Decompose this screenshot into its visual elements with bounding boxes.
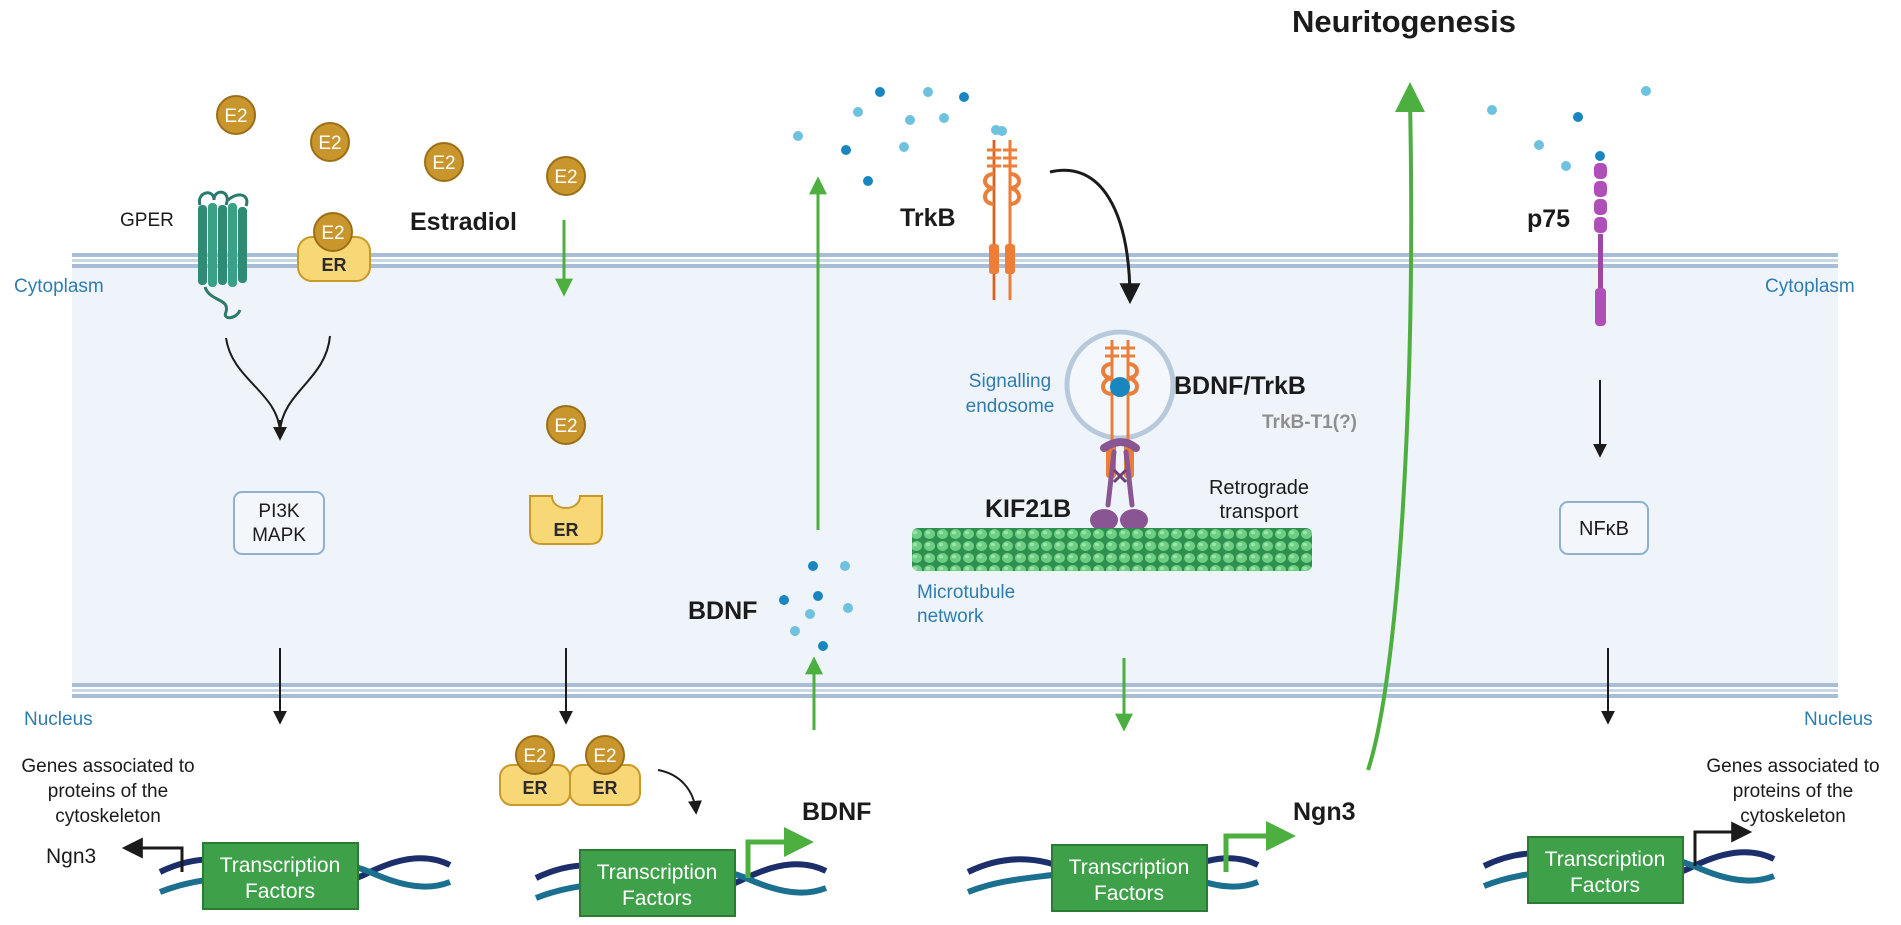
transcription-factors-box: Transcription Factors <box>1527 836 1684 904</box>
retrograde-transport-label-line2: transport <box>1220 501 1299 523</box>
svg-text:Transcription: Transcription <box>597 861 718 884</box>
svg-text:Factors: Factors <box>245 880 315 903</box>
genes-label-left-line3: cytoskeleton <box>55 806 161 827</box>
bdnf-label: BDNF <box>688 597 757 625</box>
svg-text:ER: ER <box>553 520 578 540</box>
plasma-membrane <box>72 253 1838 268</box>
microtubule-label-line1: Microtubule <box>917 582 1015 603</box>
gper-label: GPER <box>120 210 174 231</box>
gper-er-converging-arrow <box>225 335 331 441</box>
gene-start-arrow-right <box>1693 821 1753 866</box>
trkb-receptor-icon <box>983 126 1021 300</box>
neuritogenesis-arrow <box>1366 99 1414 771</box>
p75-label: p75 <box>1527 205 1570 233</box>
e2-molecule: E2 <box>424 142 464 182</box>
svg-text:PI3K: PI3K <box>258 501 300 522</box>
gene-start-arrow-ngn3 <box>1223 821 1296 872</box>
er-dimer-to-gene-arrow <box>657 769 702 815</box>
genes-label-left-line2: proteins of the <box>48 781 168 802</box>
svg-text:Factors: Factors <box>622 887 692 910</box>
endocytosis-arrow <box>1049 168 1141 305</box>
genes-label-left-line1: Genes associated to <box>21 756 194 777</box>
nucleus-label-left: Nucleus <box>24 709 93 730</box>
svg-text:E2: E2 <box>318 133 341 154</box>
trkb-t1-label: TrkB-T1(?) <box>1262 412 1357 433</box>
e2-molecule: E2 <box>310 122 350 162</box>
signalling-endosome-label-line2: endosome <box>966 396 1055 417</box>
svg-text:E2: E2 <box>523 746 546 767</box>
gper-receptor-icon <box>197 190 249 320</box>
p75-ligand-molecules <box>1487 86 1651 171</box>
svg-text:Transcription: Transcription <box>1545 848 1666 871</box>
svg-text:Transcription: Transcription <box>220 854 341 877</box>
bdnf-molecules-intracellular <box>779 561 853 651</box>
cytoplasm-label-right: Cytoplasm <box>1765 276 1855 297</box>
svg-text:ER: ER <box>321 255 346 275</box>
kif21b-label: KIF21B <box>985 495 1071 523</box>
svg-text:ER: ER <box>522 778 547 798</box>
svg-text:Factors: Factors <box>1570 874 1640 897</box>
svg-text:E2: E2 <box>593 746 616 767</box>
svg-text:Transcription: Transcription <box>1069 856 1190 879</box>
transcription-factors-box: Transcription Factors <box>1051 844 1208 912</box>
e2-molecule: E2 <box>216 95 256 135</box>
svg-text:E2: E2 <box>554 416 577 437</box>
transcription-factors-box: Transcription Factors <box>579 849 736 917</box>
svg-text:E2: E2 <box>321 223 344 244</box>
genes-label-right-line1: Genes associated to <box>1706 756 1879 777</box>
cytoplasm-label-left: Cytoplasm <box>14 276 104 297</box>
svg-text:E2: E2 <box>554 167 577 188</box>
ngn3-label-left: Ngn3 <box>46 845 96 868</box>
svg-text:Factors: Factors <box>1094 882 1164 905</box>
e2-molecule-bound: E2 <box>313 212 353 252</box>
trkb-label: TrkB <box>900 204 956 232</box>
neuritogenesis-arrowhead <box>1395 82 1425 112</box>
e2-molecule: E2 <box>546 156 586 196</box>
cytoplasm-region <box>72 264 1838 684</box>
ngn3-gene-label: Ngn3 <box>1293 798 1356 826</box>
p75-receptor-icon <box>1594 151 1607 326</box>
genes-label-right-line2: proteins of the <box>1733 781 1853 802</box>
signalling-endosome-label-line1: Signalling <box>969 371 1051 392</box>
microtubule-label-line2: network <box>917 606 984 627</box>
kif21b-motor-icon <box>1090 438 1148 531</box>
er-receptor-free: ER <box>529 495 603 545</box>
er-receptor-membrane: ER <box>297 236 371 282</box>
kinase-box: PI3K MAPK <box>233 491 325 555</box>
nfkb-box: NFκB <box>1559 501 1649 555</box>
signalling-endosome <box>1064 329 1176 460</box>
bdnf-trkb-complex-label: BDNF/TrkB <box>1174 372 1306 400</box>
svg-text:E2: E2 <box>224 106 247 127</box>
svg-text:ER: ER <box>592 778 617 798</box>
retrograde-transport-label-line1: Retrograde <box>1209 477 1309 499</box>
nucleus-label-right: Nucleus <box>1804 709 1873 730</box>
svg-text:NFκB: NFκB <box>1579 518 1629 540</box>
svg-text:MAPK: MAPK <box>252 525 306 546</box>
e2-molecule-intracellular: E2 <box>546 405 586 445</box>
svg-text:E2: E2 <box>432 153 455 174</box>
er-dimer: ER ER E2 E2 <box>499 735 641 806</box>
gene-start-arrow-bdnf <box>745 827 814 878</box>
genes-label-right-line3: cytoskeleton <box>1740 806 1846 827</box>
page-title: Neuritogenesis <box>1292 4 1516 39</box>
bdnf-gene-label: BDNF <box>802 798 871 826</box>
estradiol-label: Estradiol <box>410 208 517 236</box>
transcription-factors-box: Transcription Factors <box>202 842 359 910</box>
gene-start-arrow-left <box>121 837 184 872</box>
bdnf-molecules-extracellular <box>793 87 1001 186</box>
nuclear-membrane <box>72 683 1838 698</box>
microtubule <box>912 528 1312 571</box>
